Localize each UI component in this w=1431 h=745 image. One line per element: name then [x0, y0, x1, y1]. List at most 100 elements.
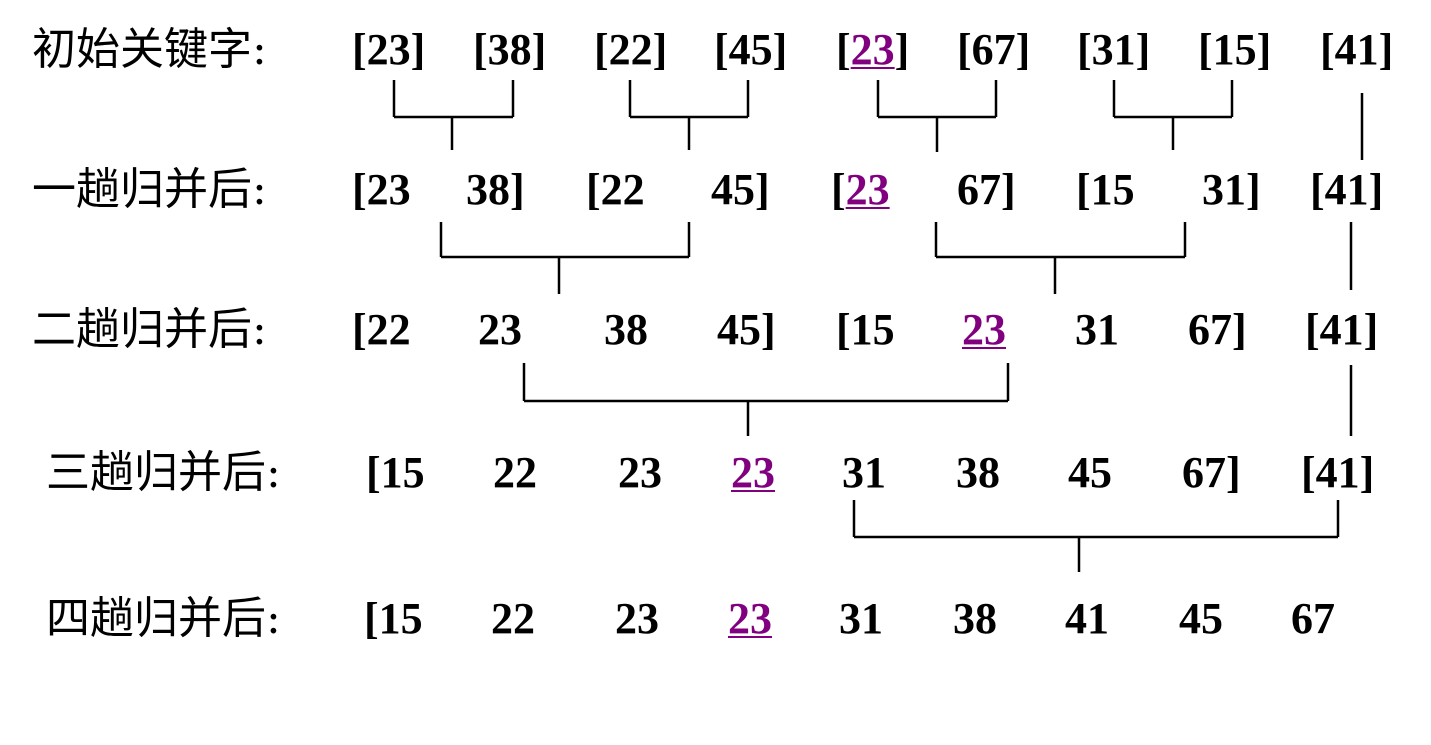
key-value: 45] [717, 308, 776, 352]
key-value: [45] [714, 28, 787, 72]
key-value: 23 [728, 597, 772, 641]
key-value: 23 [615, 597, 659, 641]
highlighted-duplicate-value: 23 [845, 165, 890, 214]
close-bracket: ] [652, 25, 668, 74]
key-value: 38] [466, 168, 525, 212]
value-number: 67 [1291, 594, 1335, 643]
value-number: 15 [378, 594, 423, 643]
key-value: [22 [586, 168, 645, 212]
open-bracket: [ [957, 25, 972, 74]
value-number: 23 [618, 448, 662, 497]
key-value: 45] [711, 168, 770, 212]
key-value: [15] [1198, 28, 1271, 72]
key-value: [67] [957, 28, 1030, 72]
close-bracket: ] [894, 25, 910, 74]
key-value: [41] [1305, 308, 1378, 352]
key-value: [38] [473, 28, 546, 72]
value-number: 15 [850, 305, 895, 354]
close-bracket: ] [510, 165, 525, 214]
key-value: 23 [731, 451, 775, 495]
value-number: 22 [600, 165, 645, 214]
open-bracket: [ [352, 305, 367, 354]
open-bracket: [ [594, 25, 609, 74]
open-bracket: [ [1320, 25, 1335, 74]
key-value: [31] [1077, 28, 1150, 72]
highlighted-duplicate-value: 23 [962, 305, 1006, 354]
key-value: 23 [618, 451, 662, 495]
close-bracket: ] [1232, 305, 1247, 354]
key-value: 67] [1182, 451, 1241, 495]
open-bracket: [ [586, 165, 601, 214]
key-value: 45 [1179, 597, 1223, 641]
close-bracket: ] [761, 305, 776, 354]
key-value: [23 [352, 168, 411, 212]
value-number: 45 [711, 165, 755, 214]
key-value: 67 [1291, 597, 1335, 641]
key-value: 31 [1075, 308, 1119, 352]
value-number: 31 [1202, 165, 1246, 214]
close-bracket: ] [410, 25, 426, 74]
close-bracket: ] [1001, 165, 1016, 214]
close-bracket: ] [1256, 25, 1272, 74]
value-number: 41 [1319, 305, 1364, 354]
value-number: 45 [1068, 448, 1112, 497]
key-value: 23 [962, 308, 1006, 352]
open-bracket: [ [1077, 25, 1092, 74]
value-number: 23 [366, 25, 411, 74]
open-bracket: [ [831, 165, 846, 214]
row-label: 一趟归并后: [32, 164, 267, 215]
open-bracket: [ [1310, 165, 1325, 214]
close-bracket: ] [1378, 25, 1394, 74]
key-value: 22 [493, 451, 537, 495]
value-number: 22 [491, 594, 535, 643]
key-value: 67] [957, 168, 1016, 212]
close-bracket: ] [1246, 165, 1261, 214]
open-bracket: [ [836, 25, 851, 74]
value-number: 38 [466, 165, 510, 214]
row-label: 四趟归并后: [46, 593, 281, 644]
value-number: 41 [1324, 165, 1369, 214]
open-bracket: [ [352, 165, 367, 214]
value-number: 31 [1091, 25, 1136, 74]
value-number: 23 [615, 594, 659, 643]
value-number: 67 [971, 25, 1016, 74]
open-bracket: [ [364, 594, 379, 643]
key-value: [15 [366, 451, 425, 495]
value-number: 23 [366, 165, 411, 214]
close-bracket: ] [1359, 448, 1375, 497]
close-bracket: ] [1135, 25, 1151, 74]
key-value: [15 [1076, 168, 1135, 212]
key-value: [41] [1320, 28, 1393, 72]
open-bracket: [ [473, 25, 488, 74]
value-number: 31 [839, 594, 883, 643]
value-number: 22 [366, 305, 411, 354]
key-value: [41] [1301, 451, 1374, 495]
close-bracket: ] [531, 25, 547, 74]
key-value: [23 [831, 168, 890, 212]
close-bracket: ] [755, 165, 770, 214]
value-number: 45 [728, 25, 773, 74]
value-number: 38 [953, 594, 997, 643]
value-number: 45 [1179, 594, 1223, 643]
highlighted-duplicate-value: 23 [850, 25, 895, 74]
row-label: 二趟归并后: [32, 304, 267, 355]
key-value: [23] [836, 28, 909, 72]
key-value: [22 [352, 308, 411, 352]
open-bracket: [ [366, 448, 381, 497]
key-value: 38 [604, 308, 648, 352]
close-bracket: ] [1363, 305, 1379, 354]
value-number: 15 [380, 448, 425, 497]
value-number: 15 [1212, 25, 1257, 74]
key-value: 38 [956, 451, 1000, 495]
open-bracket: [ [352, 25, 367, 74]
key-value: 23 [478, 308, 522, 352]
value-number: 38 [956, 448, 1000, 497]
key-value: 22 [491, 597, 535, 641]
value-number: 41 [1334, 25, 1379, 74]
close-bracket: ] [772, 25, 788, 74]
row-label: 三趟归并后: [46, 447, 281, 498]
row-label: 初始关键字: [32, 24, 267, 75]
close-bracket: ] [1015, 25, 1031, 74]
